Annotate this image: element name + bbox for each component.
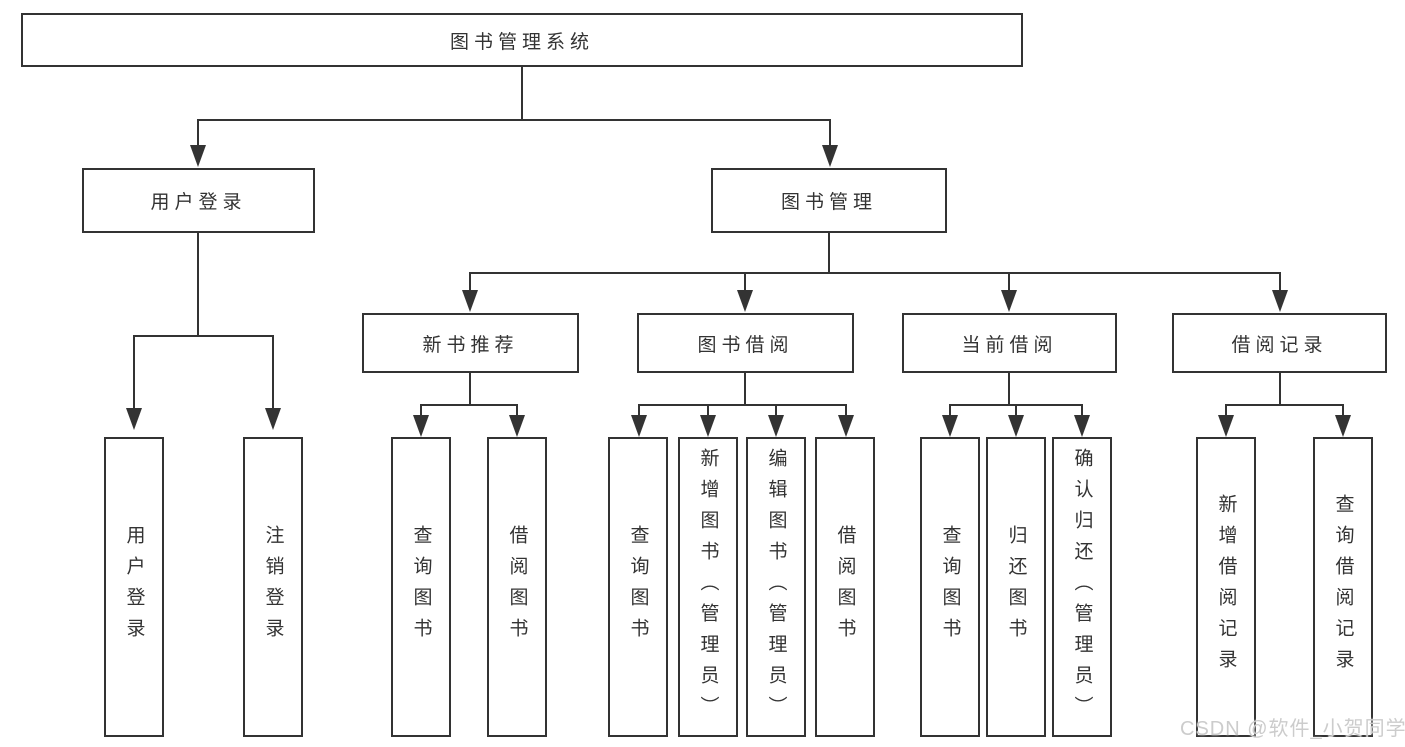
leaf-user-login: 用户登录	[104, 437, 164, 737]
connector-leaf-stem	[1081, 404, 1083, 418]
node-label: 当前借阅	[961, 334, 1058, 356]
connector-book-borrow-horizontal	[638, 404, 847, 406]
connector-book-mgmt-stem	[829, 119, 831, 147]
connector-leaf-stem	[1342, 404, 1344, 418]
arrow-down-icon	[265, 408, 281, 430]
connector-leaf-stem	[516, 404, 518, 418]
node-label: 图书管理系统	[449, 31, 594, 53]
leaf-borrow-book-recommend: 借阅图书	[487, 437, 547, 737]
arrow-down-icon	[509, 415, 525, 437]
connector-current-borrow-vertical	[1008, 373, 1010, 406]
leaf-add-book-admin: 新增图书（管理员）	[678, 437, 738, 737]
leaf-query-book-current: 查询图书	[920, 437, 980, 737]
arrow-down-icon	[190, 145, 206, 167]
connector-new-book-horizontal	[420, 404, 518, 406]
connector-level3-stem	[744, 272, 746, 292]
node-label: 用户登录	[150, 192, 247, 213]
connector-leaf-stem	[420, 404, 422, 418]
arrow-down-icon	[1218, 415, 1234, 437]
arrow-down-icon	[631, 415, 647, 437]
leaf-label: 确认归还（管理员）	[1071, 447, 1093, 727]
node-book-mgmt: 图书管理	[711, 168, 947, 233]
arrow-down-icon	[126, 408, 142, 430]
connector-level3-stem	[469, 272, 471, 292]
node-label: 借阅记录	[1231, 334, 1328, 356]
arrow-down-icon	[737, 290, 753, 312]
leaf-query-book-borrow: 查询图书	[608, 437, 668, 737]
arrow-down-icon	[1001, 290, 1017, 312]
node-label: 图书借阅	[697, 334, 794, 356]
arrow-down-icon	[1272, 290, 1288, 312]
leaf-label: 借阅图书	[834, 525, 856, 649]
connector-leaf-stem	[845, 404, 847, 418]
leaf-label: 用户登录	[123, 525, 145, 649]
leaf-label: 归还图书	[1005, 525, 1027, 649]
connector-leaf-stem	[1225, 404, 1227, 418]
leaf-return-book: 归还图书	[986, 437, 1046, 737]
connector-borrow-records-vertical	[1279, 373, 1281, 406]
connector-level3-stem	[1008, 272, 1010, 292]
connector-leaf-stem	[707, 404, 709, 418]
leaf-label: 查询借阅记录	[1332, 494, 1354, 680]
node-user-login: 用户登录	[82, 168, 315, 233]
arrow-down-icon	[822, 145, 838, 167]
connector-new-book-vertical	[469, 373, 471, 406]
arrow-down-icon	[1335, 415, 1351, 437]
leaf-label: 查询图书	[627, 525, 649, 649]
node-borrow-records: 借阅记录	[1172, 313, 1387, 373]
arrow-down-icon	[942, 415, 958, 437]
leaf-label: 新增图书（管理员）	[697, 447, 719, 727]
connector-level2-horizontal	[197, 119, 831, 121]
connector-book-borrow-vertical	[744, 373, 746, 406]
connector-level3-horizontal	[469, 272, 1281, 274]
connector-level3-stem	[1279, 272, 1281, 292]
connector-user-login-stem	[197, 119, 199, 147]
leaf-label: 新增借阅记录	[1215, 494, 1237, 680]
connector-user-login-horizontal	[133, 335, 274, 337]
arrow-down-icon	[700, 415, 716, 437]
leaf-label: 查询图书	[939, 525, 961, 649]
arrow-down-icon	[462, 290, 478, 312]
leaf-label: 借阅图书	[506, 525, 528, 649]
arrow-down-icon	[1074, 415, 1090, 437]
connector-leaf-stem	[1015, 404, 1017, 418]
node-current-borrow: 当前借阅	[902, 313, 1117, 373]
leaf-borrow-book: 借阅图书	[815, 437, 875, 737]
arrow-down-icon	[768, 415, 784, 437]
leaf-label: 编辑图书（管理员）	[765, 447, 787, 727]
connector-leaf-stem	[949, 404, 951, 418]
leaf-edit-book-admin: 编辑图书（管理员）	[746, 437, 806, 737]
arrow-down-icon	[1008, 415, 1024, 437]
leaf-query-book-recommend: 查询图书	[391, 437, 451, 737]
leaf-label: 注销登录	[262, 525, 284, 649]
connector-book-mgmt-vertical	[828, 233, 830, 274]
node-book-borrow: 图书借阅	[637, 313, 854, 373]
leaf-label: 查询图书	[410, 525, 432, 649]
node-new-book-recommend: 新书推荐	[362, 313, 579, 373]
leaf-logout: 注销登录	[243, 437, 303, 737]
connector-leaf-stem	[638, 404, 640, 418]
csdn-watermark: CSDN @软件_小贺同学	[1180, 718, 1405, 740]
leaf-add-borrow-record: 新增借阅记录	[1196, 437, 1256, 737]
arrow-down-icon	[413, 415, 429, 437]
node-label: 图书管理	[780, 192, 877, 213]
connector-leaf-stem	[272, 335, 274, 411]
node-label: 新书推荐	[422, 334, 519, 356]
connector-borrow-records-horizontal	[1225, 404, 1344, 406]
leaf-query-borrow-record: 查询借阅记录	[1313, 437, 1373, 737]
leaf-confirm-return-admin: 确认归还（管理员）	[1052, 437, 1112, 737]
node-root: 图书管理系统	[21, 13, 1023, 67]
connector-root-vertical	[521, 67, 523, 120]
arrow-down-icon	[838, 415, 854, 437]
connector-leaf-stem	[775, 404, 777, 418]
connector-leaf-stem	[133, 335, 135, 411]
connector-user-login-vertical	[197, 233, 199, 337]
